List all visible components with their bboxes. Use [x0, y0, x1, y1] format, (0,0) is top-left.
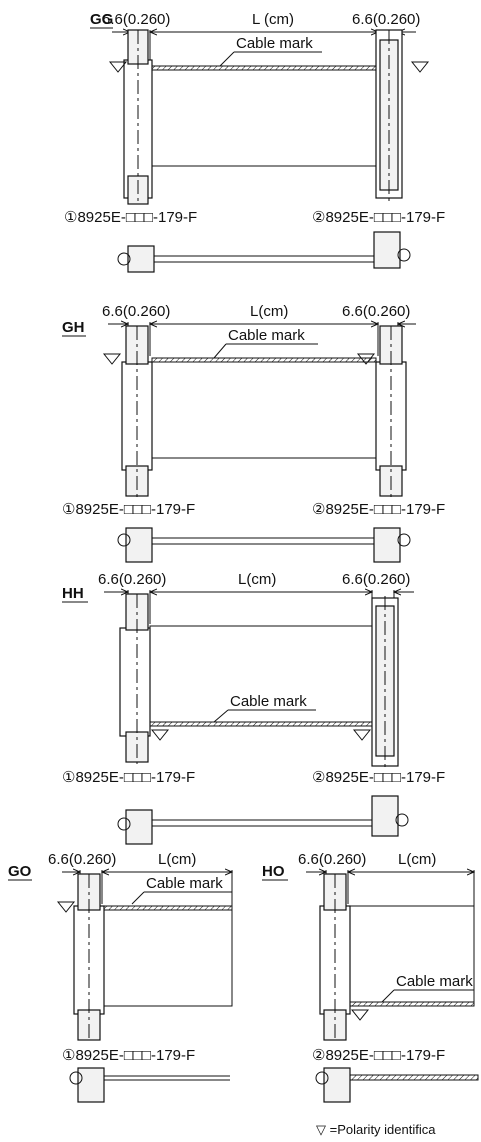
length-gh: L(cm) [250, 303, 288, 320]
length-gg: L (cm) [252, 11, 294, 28]
part-right-gh: ②8925E-□□□-179-F [312, 501, 445, 518]
side-view-gh [117, 527, 411, 563]
cable-mark-label-go: Cable mark [146, 875, 223, 892]
dim-right-gg: 6.6(0.260) [352, 11, 420, 28]
side-view-hh [117, 795, 409, 845]
code-gg: GG [90, 11, 113, 28]
part-left-gh: ①8925E-□□□-179-F [62, 501, 195, 518]
diagram-ho: HO 6.6(0.260) L(cm) Cable mark ②8925E-□□… [262, 851, 479, 1103]
diagram-gg: GG 6.6(0.260) L (cm) 6.6(0.260) Cable ma… [64, 11, 445, 273]
part-right-hh: ②8925E-□□□-179-F [312, 769, 445, 786]
part-ho: ②8925E-□□□-179-F [312, 1047, 445, 1064]
length-ho: L(cm) [398, 851, 436, 868]
code-hh: HH [62, 585, 84, 602]
dim-right-gh: 6.6(0.260) [342, 303, 410, 320]
side-view-go [69, 1067, 230, 1103]
diagram-hh: HH 6.6(0.260) L(cm) 6.6(0.260) Cable mar… [62, 571, 445, 845]
length-go: L(cm) [158, 851, 196, 868]
part-go: ①8925E-□□□-179-F [62, 1047, 195, 1064]
side-view-ho [315, 1067, 479, 1103]
cable-mark-label-gg: Cable mark [236, 35, 313, 52]
code-ho: HO [262, 863, 285, 880]
diagram-gh: GH 6.6(0.260) L(cm) 6.6(0.260) Cable mar… [62, 303, 445, 563]
part-right-gg: ②8925E-□□□-179-F [312, 209, 445, 226]
dim-left-gg: 6.6(0.260) [102, 11, 170, 28]
code-go: GO [8, 863, 32, 880]
dim-left-ho: 6.6(0.260) [298, 851, 366, 868]
diagram-go: GO 6.6(0.260) L(cm) Cable mark ①8925E-□□… [8, 851, 232, 1103]
part-left-hh: ①8925E-□□□-179-F [62, 769, 195, 786]
dim-right-hh: 6.6(0.260) [342, 571, 410, 588]
cable-mark-label-ho: Cable mark [396, 973, 473, 990]
dim-left-hh: 6.6(0.260) [98, 571, 166, 588]
dim-left-gh: 6.6(0.260) [102, 303, 170, 320]
polarity-legend: ▽ =Polarity identifica [316, 1122, 436, 1137]
code-gh: GH [62, 319, 85, 336]
side-view-gg [117, 231, 411, 273]
dim-left-go: 6.6(0.260) [48, 851, 116, 868]
part-left-gg: ①8925E-□□□-179-F [64, 209, 197, 226]
cable-mark-label-hh: Cable mark [230, 693, 307, 710]
length-hh: L(cm) [238, 571, 276, 588]
cable-mark-label-gh: Cable mark [228, 327, 305, 344]
